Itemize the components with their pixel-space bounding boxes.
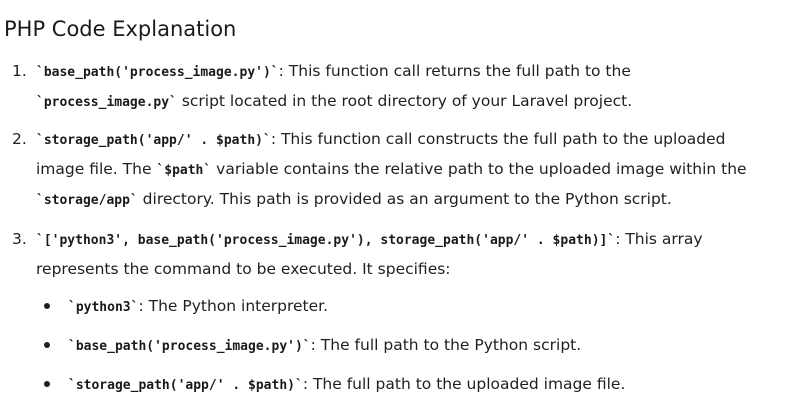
- list-number: 3.: [12, 230, 27, 248]
- list-item-text: : This function call returns the full pa…: [278, 62, 631, 80]
- inline-code: `base_path('process_image.py')`: [68, 339, 311, 354]
- inline-code: `['python3', base_path('process_image.py…: [36, 233, 616, 248]
- bullet-icon: [44, 303, 50, 309]
- list-item-line: `['python3', base_path('process_image.py…: [36, 228, 703, 252]
- inline-code: `process_image.py`: [36, 95, 177, 110]
- sub-list-item-text: : The Python interpreter.: [138, 297, 329, 315]
- list-item-text: variable contains the relative path to t…: [211, 160, 747, 178]
- sub-list-item: `base_path('process_image.py')`: The ful…: [68, 334, 581, 358]
- list-item-line: `process_image.py` script located in the…: [36, 90, 632, 114]
- sub-list-item: `storage_path('app/' . $path)`: The full…: [68, 373, 625, 397]
- inline-code: `$path`: [156, 163, 212, 178]
- list-item-text: represents the command to be executed. I…: [36, 260, 451, 278]
- sub-list-item: `python3`: The Python interpreter.: [68, 295, 328, 319]
- inline-code: `base_path('process_image.py')`: [36, 65, 279, 80]
- list-number: 2.: [12, 130, 27, 148]
- bullet-icon: [44, 381, 50, 387]
- list-item-line: image file. The `$path` variable contain…: [36, 158, 747, 182]
- list-number: 1.: [12, 62, 27, 80]
- list-item-line: `storage_path('app/' . $path)`: This fun…: [36, 128, 726, 152]
- inline-code: `python3`: [68, 300, 139, 315]
- list-item-text: : This array: [615, 230, 703, 248]
- list-item-text: image file. The: [36, 160, 157, 178]
- list-item-text: directory. This path is provided as an a…: [137, 190, 672, 208]
- list-item-line: `storage/app` directory. This path is pr…: [36, 188, 672, 212]
- list-item-text: : This function call constructs the full…: [270, 130, 726, 148]
- list-item-text: script located in the root directory of …: [176, 92, 633, 110]
- inline-code: `storage_path('app/' . $path)`: [36, 133, 271, 148]
- sub-list-item-text: : The full path to the uploaded image fi…: [302, 375, 626, 393]
- list-item-line: `base_path('process_image.py')`: This fu…: [36, 60, 631, 84]
- inline-code: `storage_path('app/' . $path)`: [68, 378, 303, 393]
- list-item-line: represents the command to be executed. I…: [36, 258, 451, 280]
- page-title: PHP Code Explanation: [4, 17, 237, 41]
- bullet-icon: [44, 342, 50, 348]
- sub-list-item-text: : The full path to the Python script.: [310, 336, 582, 354]
- inline-code: `storage/app`: [36, 193, 138, 208]
